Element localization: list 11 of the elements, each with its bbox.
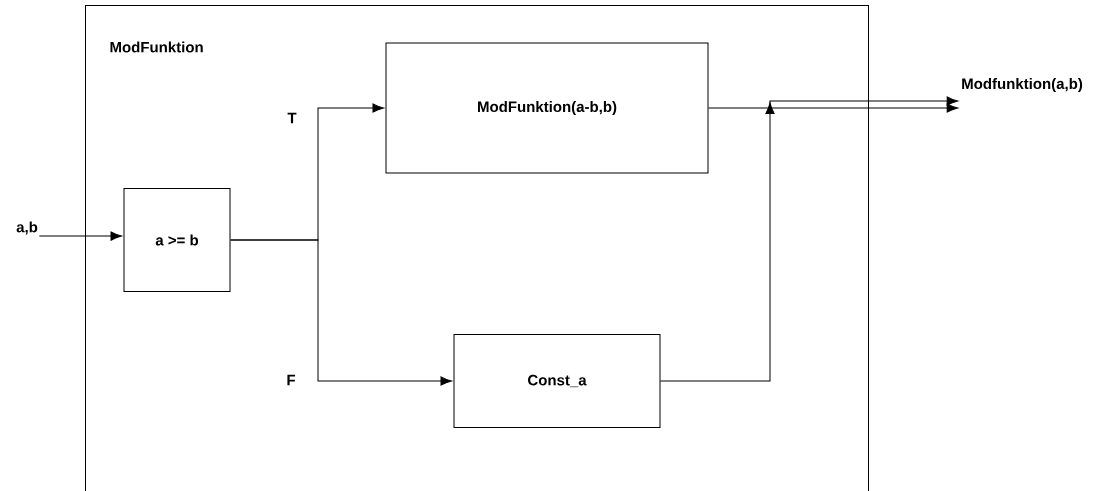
- arrow: [230, 239, 452, 386]
- function-box: ModFunktion(a-b,b): [385, 42, 709, 174]
- edge-label: F: [285, 373, 297, 387]
- arrow: [708, 103, 959, 113]
- edge-label: T: [286, 111, 298, 125]
- condition-box: a >= b: [123, 188, 231, 292]
- function-box: Const_a: [453, 334, 661, 428]
- arrow: [660, 96, 959, 382]
- output-label: Modfunktion(a,b): [962, 78, 1083, 92]
- arrow: [38, 231, 122, 241]
- input-label: a,b: [16, 221, 38, 235]
